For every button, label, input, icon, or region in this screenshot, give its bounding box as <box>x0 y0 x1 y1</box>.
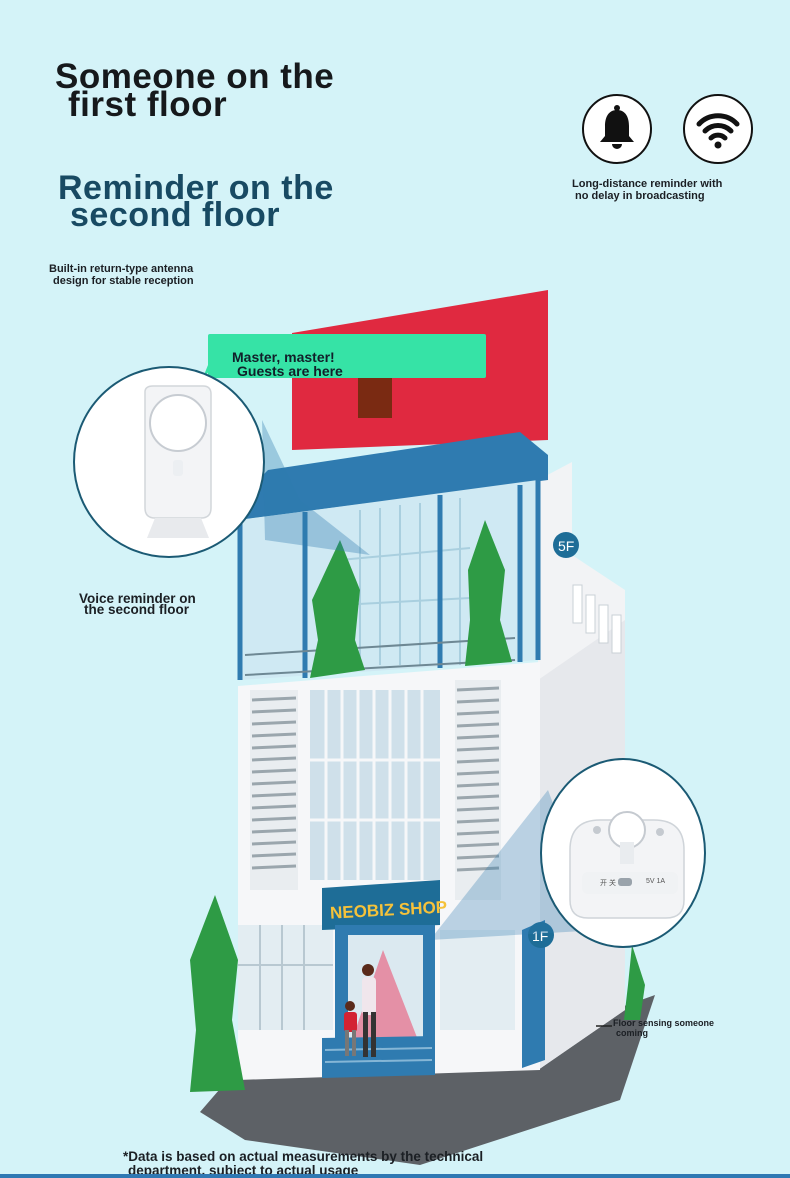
side-blue-accent <box>522 920 545 1068</box>
left-vent <box>250 690 298 890</box>
ground-floor-glass-grid <box>238 925 333 1030</box>
sensor-switch-label-right: 5V 1A <box>646 878 666 885</box>
speech-bubble: Master, master! Guests are here <box>208 334 486 378</box>
center-window-grid <box>310 690 440 880</box>
red-block-door <box>358 378 392 418</box>
ground-floor-glass-left <box>238 925 333 1030</box>
footnote-line-1: *Data is based on actual measurements by… <box>123 1149 484 1164</box>
receiver-caption-line-2: the second floor <box>84 602 190 617</box>
side-windows <box>572 584 622 654</box>
upper-floor-badge: 5F <box>558 538 574 554</box>
sensor-zoom-circle: 开 关 5V 1A <box>540 758 706 948</box>
bottom-accent-line <box>0 1174 790 1178</box>
ground-floor-badge-circle <box>528 922 554 948</box>
step-lines <box>324 1047 433 1063</box>
headline-line-1: Someone on the <box>55 57 335 96</box>
speech-bubble-line-2: Guests are here <box>237 363 343 379</box>
headline-line-3: Reminder on the <box>58 169 334 207</box>
feature-note: Long-distance reminder with no delay in … <box>572 178 722 202</box>
headline-line-4: second floor <box>70 196 281 234</box>
right-vent <box>455 680 501 900</box>
wifi-icon <box>683 94 753 164</box>
bell-icon <box>582 94 652 164</box>
sensor-caption-line-1: Floor sensing someone <box>613 1018 715 1028</box>
sensor-caption: Floor sensing someone coming <box>613 1018 714 1038</box>
antenna-note-line-1: Built-in return-type antenna <box>49 263 194 275</box>
sensor-switch-label-left: 开 关 <box>600 880 616 887</box>
receiver-caption: Voice reminder on the second floor <box>79 591 196 617</box>
headline-line-2: first floor <box>68 85 228 124</box>
balcony-tree-right <box>465 520 512 666</box>
ground-floor-badge: 1F <box>532 928 548 944</box>
feature-note-line-1: Long-distance reminder with <box>572 178 723 190</box>
receiver-zoom-circle <box>73 366 265 558</box>
antenna-note-line-2: design for stable reception <box>53 275 194 287</box>
entrance-steps <box>322 1036 435 1078</box>
balcony-tree-left <box>310 540 365 678</box>
sensor-caption-line-2: coming <box>616 1028 649 1038</box>
antenna-note: Built-in return-type antenna design for … <box>49 263 194 287</box>
people <box>344 964 376 1057</box>
receiver-zoom-cone <box>262 420 370 555</box>
ground-floor-glass-right <box>440 930 515 1030</box>
balcony-roof <box>238 432 548 520</box>
feature-note-line-2: no delay in broadcasting <box>575 190 705 202</box>
speech-bubble-line-1: Master, master! <box>232 349 335 365</box>
ground-tree-right <box>624 945 645 1020</box>
receiver-caption-line-1: Voice reminder on <box>79 591 196 606</box>
sensor-beam <box>352 950 418 1040</box>
shop-sign-box <box>322 880 440 930</box>
upper-floor-badge-circle <box>553 532 579 558</box>
ground-tree-left <box>190 895 245 1092</box>
upper-glass <box>240 480 538 680</box>
balcony-frame <box>237 480 541 680</box>
